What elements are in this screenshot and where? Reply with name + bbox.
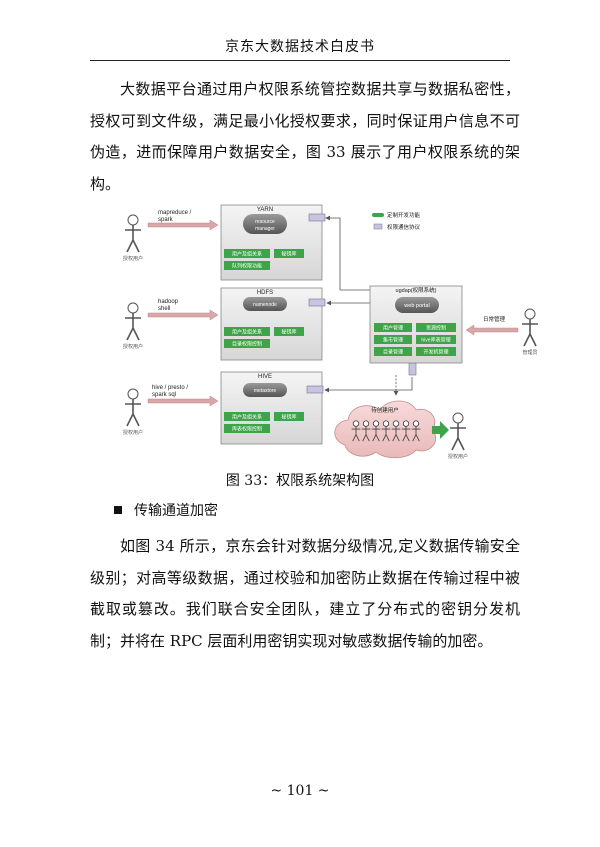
client-label-2-line2: shell bbox=[158, 306, 170, 312]
svg-text:web portal: web portal bbox=[403, 303, 429, 309]
bullet-square-icon bbox=[114, 506, 122, 514]
paragraph-encryption: 如图 34 所示，京东会针对数据分级情况,定义数据传输安全级别；对高等级数据，通… bbox=[90, 537, 520, 650]
client-arrow-3 bbox=[147, 395, 219, 407]
svg-text:秘钥库: 秘钥库 bbox=[281, 414, 296, 421]
client-caption: 授权用户 bbox=[123, 255, 143, 262]
page-number: ~ 101 ~ bbox=[270, 783, 330, 799]
svg-text:hive库表管理: hive库表管理 bbox=[421, 337, 450, 344]
figure-caption: 图 33：权限系统架构图 bbox=[225, 473, 375, 489]
ugdap-permission-system: ugdap(权限系统) web portal 用户管理 资源控制 集市管理 hi… bbox=[369, 285, 463, 364]
link-hive bbox=[324, 377, 413, 393]
client-user-3: 授权用户 bbox=[123, 388, 143, 436]
green-arrow bbox=[432, 421, 449, 439]
header-rule bbox=[90, 60, 510, 61]
cluster-title: HDFS bbox=[257, 290, 273, 296]
cluster-title: HIVE bbox=[258, 374, 272, 380]
client-label-2-line1: hadoop bbox=[158, 299, 179, 305]
legend-item: 定制开发功能 bbox=[387, 211, 421, 219]
svg-text:目录管理: 目录管理 bbox=[383, 349, 403, 356]
svg-text:manager: manager bbox=[255, 226, 275, 232]
client-arrow-2 bbox=[147, 309, 219, 321]
cluster-title: YARN bbox=[257, 207, 273, 213]
svg-text:开发机管理: 开发机管理 bbox=[423, 349, 448, 356]
client-label-3-line1: hive / presto / bbox=[152, 385, 188, 391]
svg-text:集市管理: 集市管理 bbox=[383, 337, 403, 344]
admin-user: 管理员 bbox=[522, 308, 538, 356]
svg-text:ugdap(权限系统): ugdap(权限系统) bbox=[396, 286, 437, 294]
svg-text:秘钥库: 秘钥库 bbox=[281, 329, 296, 336]
client-user-2: 授权用户 bbox=[123, 302, 143, 350]
admin-flow-label: 日常管理 bbox=[483, 315, 506, 323]
svg-text:用户及组关系: 用户及组关系 bbox=[232, 251, 262, 258]
section-heading: 传输通道加密 bbox=[114, 500, 218, 520]
svg-text:namenode: namenode bbox=[253, 302, 277, 308]
section-title: 传输通道加密 bbox=[134, 503, 218, 519]
legend-item: 权限通信协议 bbox=[387, 223, 421, 231]
authorized-user: 授权用户 bbox=[448, 412, 468, 460]
svg-text:秘钥库: 秘钥库 bbox=[281, 251, 296, 258]
client-label-1-line1: mapreduce / bbox=[158, 210, 192, 216]
protocol-plug-hive bbox=[306, 385, 324, 394]
cluster-hive: HIVE metastore 用户及组关系 秘钥库 库表权限控制 bbox=[220, 371, 323, 445]
svg-text:管理员: 管理员 bbox=[522, 349, 537, 356]
svg-text:resource: resource bbox=[255, 219, 275, 225]
page-header: 京东大数据技术白皮书 bbox=[225, 39, 375, 55]
paragraph-intro: 大数据平台通过用户权限系统管控数据共享与数据私密性，授权可到文件级，满足最小化授… bbox=[90, 80, 520, 193]
svg-text:队列权限功能: 队列权限功能 bbox=[232, 263, 262, 270]
client-label-3-line2: spark sql bbox=[152, 392, 176, 398]
admin-arrow bbox=[465, 324, 519, 336]
client-caption: 授权用户 bbox=[123, 429, 143, 436]
client-caption: 授权用户 bbox=[123, 343, 143, 350]
svg-text:用户及组关系: 用户及组关系 bbox=[232, 329, 262, 336]
protocol-plug-hdfs bbox=[308, 298, 326, 307]
svg-text:库表权限控制: 库表权限控制 bbox=[232, 426, 262, 433]
protocol-plug-yarn bbox=[308, 213, 326, 222]
client-user-1: 授权用户 bbox=[123, 214, 143, 262]
svg-text:用户及组关系: 用户及组关系 bbox=[232, 414, 262, 421]
cluster-yarn: YARN resource manager 用户及组关系 秘钥库 队列权限功能 bbox=[220, 204, 323, 281]
svg-text:授权用户: 授权用户 bbox=[448, 453, 468, 460]
legend: 定制开发功能 权限通信协议 bbox=[372, 211, 421, 231]
client-label-1-line2: spark bbox=[158, 217, 174, 223]
svg-text:metastore: metastore bbox=[254, 388, 276, 394]
svg-text:待创建用户: 待创建用户 bbox=[371, 406, 399, 414]
protocol-plug-ugdap bbox=[408, 362, 417, 376]
svg-text:目录权限控制: 目录权限控制 bbox=[232, 341, 262, 348]
cluster-hdfs: HDFS namenode 用户及组关系 秘钥库 目录权限控制 bbox=[220, 287, 323, 361]
svg-text:资源控制: 资源控制 bbox=[426, 325, 446, 332]
svg-text:用户管理: 用户管理 bbox=[383, 325, 403, 332]
client-arrow-1 bbox=[147, 219, 219, 231]
link-yarn bbox=[325, 215, 341, 290]
pending-users-cloud: 待创建用户 bbox=[334, 400, 437, 459]
